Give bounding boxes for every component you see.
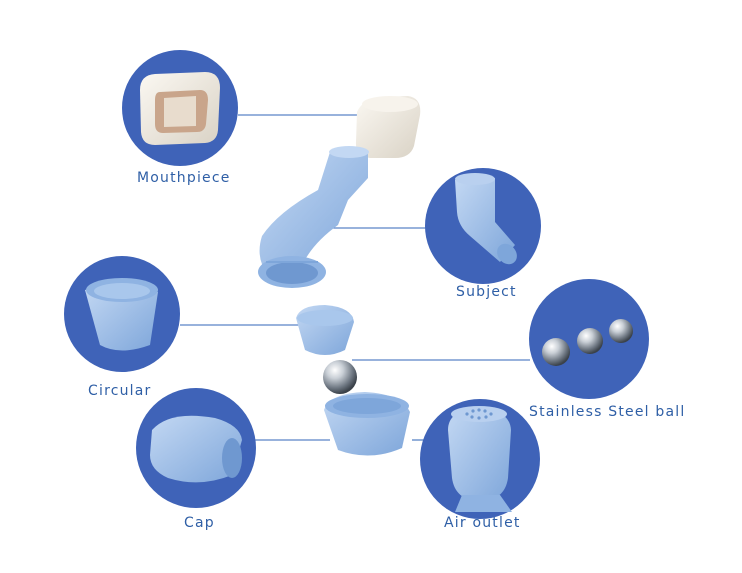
air-outlet-badge: [420, 399, 540, 519]
mouthpiece-badge: [122, 50, 238, 166]
assembly-cap: [324, 392, 410, 456]
badges: [64, 50, 649, 519]
label-subject: Subject: [456, 284, 517, 300]
assembly-circular: [296, 305, 354, 355]
subject-badge: [425, 168, 541, 284]
assembly-steel-ball: [323, 360, 357, 394]
exploded-assembly: [258, 96, 421, 456]
label-air-outlet: Air outlet: [444, 515, 521, 531]
steel-ball-badge: [529, 279, 649, 399]
label-steel-ball: Stainless Steel ball: [529, 404, 686, 420]
label-cap: Cap: [184, 515, 215, 531]
assembly-subject: [258, 146, 369, 288]
label-circular: Circular: [88, 383, 152, 399]
assembly-mouthpiece: [355, 96, 421, 158]
steel-balls-icon: [542, 319, 633, 366]
air-outlet-icon: [448, 406, 512, 512]
elbow-tube-icon: [455, 173, 517, 265]
label-mouthpiece: Mouthpiece: [137, 170, 231, 186]
cap-badge: [136, 388, 256, 508]
cap-icon: [150, 415, 242, 483]
circular-badge: [64, 256, 180, 372]
mouthpiece-icon: [140, 72, 220, 145]
connector-lines: [180, 114, 530, 441]
funnel-icon: [85, 278, 158, 351]
